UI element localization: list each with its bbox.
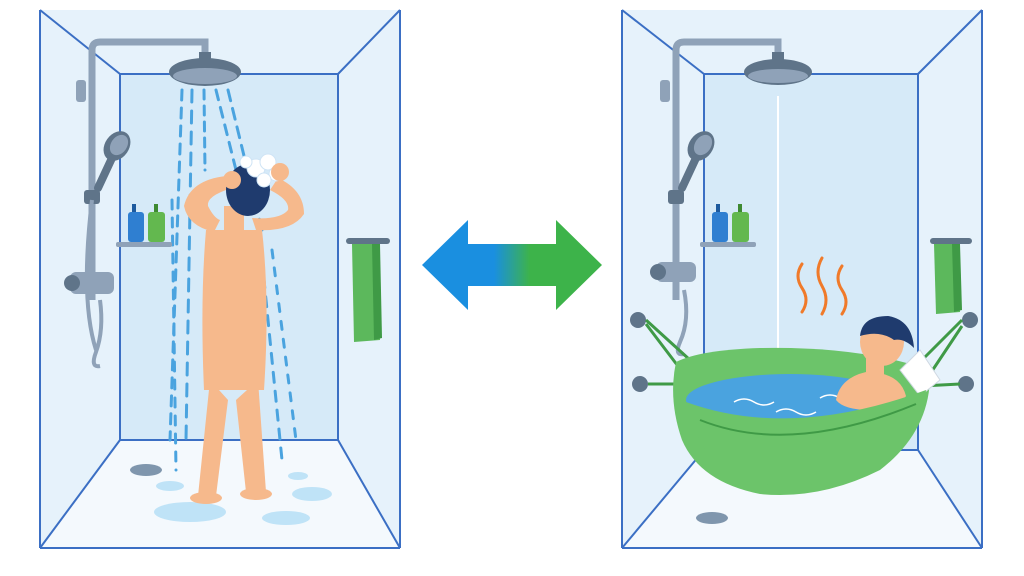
rain-shower-head-icon: [744, 52, 812, 85]
towel-icon: [346, 238, 390, 342]
rain-shower-head-icon: [169, 52, 241, 86]
hand-shower-icon: [94, 131, 131, 192]
left-shower-scene: [39, 9, 401, 549]
shelf-right: [700, 242, 756, 247]
floor-drain-icon: [696, 512, 728, 524]
shelf: [116, 242, 172, 247]
shower-pipe-right: [650, 38, 782, 357]
towel-icon: [930, 238, 972, 314]
shampoo-bottle-icon: [712, 204, 728, 242]
body-wash-bottle-icon: [732, 204, 749, 242]
water-puddles: [154, 472, 332, 525]
steam-icon: [796, 256, 848, 316]
hand-shower-icon: [678, 131, 715, 192]
shampoo-bottle-icon: [128, 204, 144, 242]
shower-pipe: [64, 38, 209, 369]
right-shower-scene: [621, 9, 983, 549]
person-relaxing-in-hammock-bath: [836, 316, 941, 410]
suction-cup-icon: [630, 312, 978, 392]
double-arrow-icon: [422, 220, 602, 310]
body-wash-bottle-icon: [148, 204, 165, 242]
floor-drain-icon: [130, 464, 162, 476]
hammock-front: [686, 390, 926, 486]
person-showering: [184, 153, 304, 504]
